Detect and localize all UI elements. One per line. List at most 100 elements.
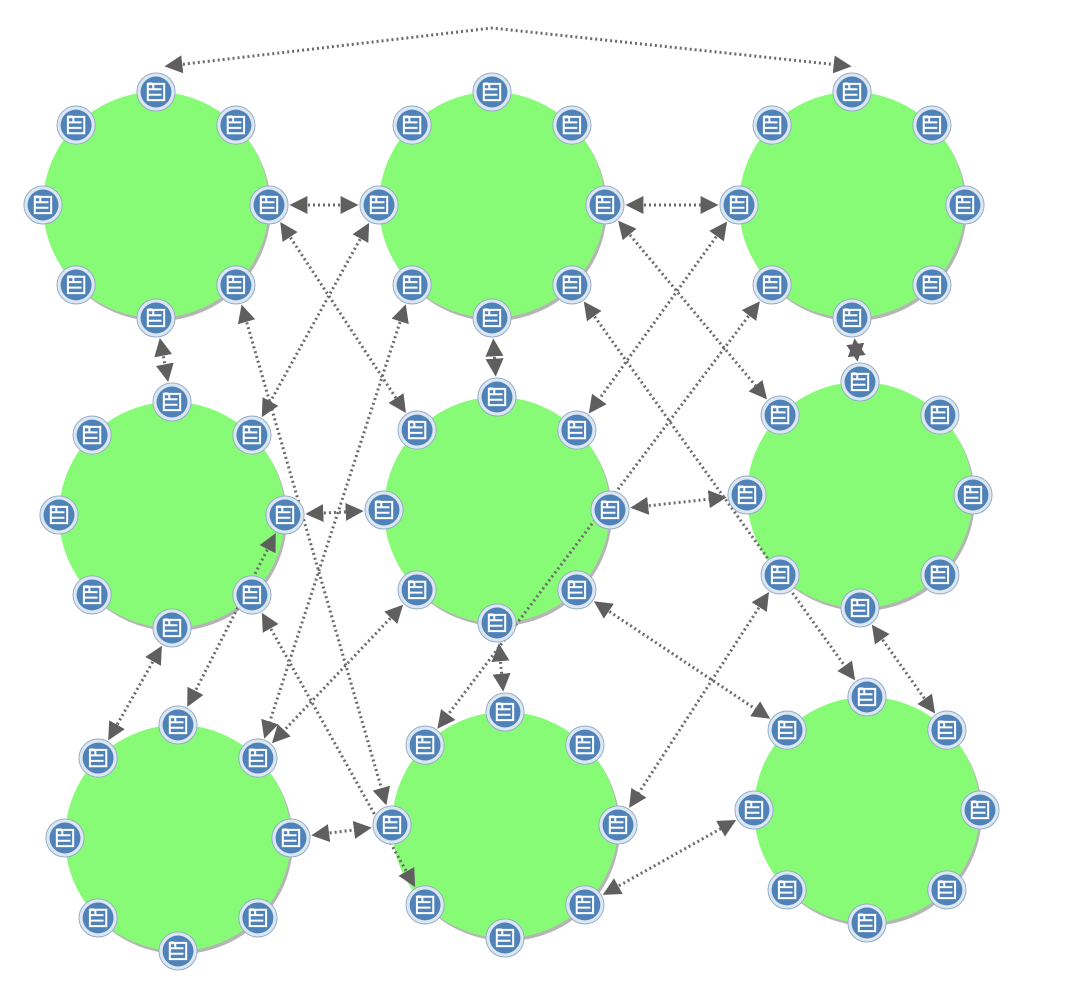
- ring-9: [754, 697, 982, 926]
- server-icon[interactable]: [760, 554, 801, 595]
- server-icon[interactable]: [56, 105, 97, 146]
- server-icon[interactable]: [760, 395, 801, 436]
- server-icon[interactable]: [556, 410, 597, 451]
- server-icon[interactable]: [832, 72, 872, 112]
- server-icon[interactable]: [485, 918, 525, 958]
- server-icon[interactable]: [364, 490, 404, 530]
- link-connector: [491, 643, 511, 692]
- link-connector: [602, 819, 737, 895]
- server-icon[interactable]: [564, 884, 605, 925]
- ring-1: [43, 92, 271, 321]
- server-icon[interactable]: [237, 738, 278, 779]
- link-connector: [630, 490, 727, 515]
- server-icon[interactable]: [158, 931, 198, 971]
- top-link-connector: [164, 26, 852, 74]
- server-icon[interactable]: [564, 725, 605, 766]
- server-icon[interactable]: [152, 608, 192, 648]
- server-icon[interactable]: [56, 264, 97, 305]
- server-icon[interactable]: [734, 790, 774, 830]
- link-connector: [305, 502, 364, 523]
- ring-7: [65, 725, 293, 954]
- link-connector: [311, 820, 372, 843]
- server-icon[interactable]: [847, 903, 887, 943]
- server-icon[interactable]: [752, 105, 793, 146]
- server-icon[interactable]: [485, 692, 525, 732]
- server-icon[interactable]: [767, 869, 808, 910]
- server-icon[interactable]: [215, 105, 256, 146]
- server-icon[interactable]: [78, 738, 119, 779]
- link-connector: [261, 222, 370, 418]
- server-icon[interactable]: [585, 185, 625, 225]
- server-icon[interactable]: [953, 475, 993, 515]
- server-icon[interactable]: [152, 382, 192, 422]
- server-icon[interactable]: [911, 264, 952, 305]
- ring-body: [739, 92, 965, 318]
- server-icon[interactable]: [271, 818, 311, 858]
- server-icon[interactable]: [477, 377, 517, 417]
- server-icon[interactable]: [911, 105, 952, 146]
- server-icon[interactable]: [551, 105, 592, 146]
- server-icon[interactable]: [237, 897, 278, 938]
- server-icon[interactable]: [719, 185, 759, 225]
- server-icon[interactable]: [472, 298, 512, 338]
- link-connector: [108, 645, 162, 741]
- link-connector: [154, 338, 174, 382]
- server-icon[interactable]: [960, 790, 1000, 830]
- ring-body: [392, 712, 618, 938]
- server-icon[interactable]: [590, 490, 630, 530]
- server-icon[interactable]: [231, 415, 272, 456]
- ring-8: [392, 712, 620, 941]
- link-connector: [846, 338, 866, 362]
- server-icon[interactable]: [556, 569, 597, 610]
- server-icon[interactable]: [265, 495, 305, 535]
- ring-2: [379, 92, 607, 321]
- link-connector: [187, 533, 276, 707]
- server-icon[interactable]: [249, 185, 289, 225]
- link-connector: [271, 604, 404, 744]
- server-icon[interactable]: [45, 818, 85, 858]
- server-icon[interactable]: [23, 185, 63, 225]
- server-icon[interactable]: [926, 710, 967, 751]
- server-icon[interactable]: [727, 475, 767, 515]
- server-icon[interactable]: [919, 395, 960, 436]
- server-icon[interactable]: [392, 105, 433, 146]
- server-icon[interactable]: [397, 569, 438, 610]
- server-icon[interactable]: [231, 574, 272, 615]
- server-icon[interactable]: [136, 298, 176, 338]
- server-icon[interactable]: [752, 264, 793, 305]
- server-icon[interactable]: [78, 897, 119, 938]
- ring-body: [43, 92, 269, 318]
- server-icon[interactable]: [840, 362, 880, 402]
- server-icon[interactable]: [136, 72, 176, 112]
- server-icon[interactable]: [945, 185, 985, 225]
- link-connector: [593, 601, 771, 719]
- ring-body: [754, 697, 980, 923]
- server-icon[interactable]: [215, 264, 256, 305]
- server-icon[interactable]: [372, 805, 412, 845]
- server-icon[interactable]: [359, 185, 399, 225]
- server-icon[interactable]: [840, 588, 880, 628]
- server-icon[interactable]: [477, 603, 517, 643]
- server-icon[interactable]: [158, 705, 198, 745]
- link-connector: [588, 221, 728, 414]
- server-icon[interactable]: [767, 710, 808, 751]
- server-icon[interactable]: [551, 264, 592, 305]
- server-icon[interactable]: [72, 415, 113, 456]
- server-icon[interactable]: [832, 298, 872, 338]
- server-icon[interactable]: [919, 554, 960, 595]
- server-icon[interactable]: [847, 677, 887, 717]
- server-icon[interactable]: [405, 884, 446, 925]
- ring-body: [65, 725, 291, 951]
- server-icon[interactable]: [39, 495, 79, 535]
- server-icon[interactable]: [397, 410, 438, 451]
- link-connector: [618, 220, 768, 400]
- server-icon[interactable]: [72, 574, 113, 615]
- server-icon[interactable]: [926, 869, 967, 910]
- server-icon[interactable]: [405, 725, 446, 766]
- server-icon[interactable]: [472, 72, 512, 112]
- link-connector: [280, 222, 406, 414]
- server-icon[interactable]: [598, 805, 638, 845]
- server-icon[interactable]: [392, 264, 433, 305]
- link-connector: [871, 624, 936, 714]
